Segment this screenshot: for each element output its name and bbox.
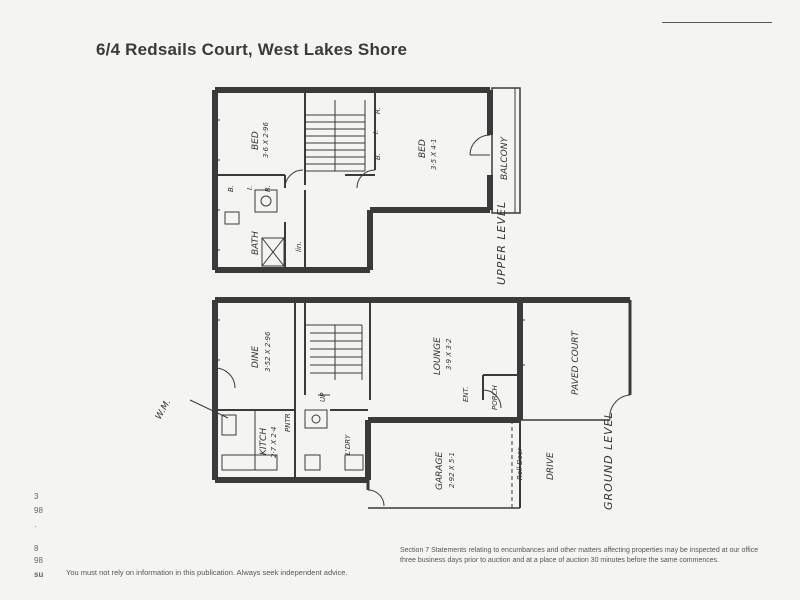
laundry-label: L'DRY [344, 434, 352, 455]
upper-level-label: UPPER LEVEL [495, 201, 508, 285]
porch-label: PORCH [491, 385, 499, 410]
kitchen-dims: 2·7 X 2·4 [270, 426, 278, 458]
robe-mark-r-2: R. [374, 107, 382, 114]
section7-text: Section 7 Statements relating to encumba… [400, 547, 759, 564]
linen-label: lin. [295, 241, 303, 252]
kitchen-label: KITCH [259, 428, 269, 455]
margin-mark-1: 3 [34, 492, 39, 501]
bed1-dims: 3·6 X 2·96 [262, 121, 270, 158]
entry-label: ENT. [462, 387, 470, 402]
bath-label: BATH [251, 231, 261, 255]
disclaimer-text: You must not rely on information in this… [66, 568, 348, 577]
pantry-label: PNTR [284, 413, 292, 432]
garage-label: GARAGE [435, 451, 445, 490]
margin-mark-6: su [34, 570, 44, 579]
dine-label: DINE [251, 346, 261, 368]
drive-label: DRIVE [546, 452, 556, 480]
balcony-label: BALCONY [500, 136, 510, 180]
bed2-dims: 3·5 X 4·1 [430, 138, 438, 170]
margin-mark-2: 98 [34, 506, 43, 515]
lounge-dims: 3·9 X 3·2 [445, 338, 453, 370]
margin-mark-3: · [34, 522, 37, 531]
page-title: 6/4 Redsails Court, West Lakes Shore [96, 40, 408, 59]
lounge-label: LOUNGE [433, 337, 443, 375]
bed2-label: BED [418, 139, 428, 158]
roll-door-label: Roll Door [516, 447, 524, 480]
bed1-label: BED [251, 131, 261, 150]
water-meter-label: W.M. [154, 398, 173, 422]
garage-dims: 2·92 X 5·1 [448, 452, 456, 488]
robe-mark-i-1: I. [246, 186, 254, 190]
robe-mark-r-1: R. [264, 185, 272, 192]
header-rule [662, 22, 772, 23]
paved-court-label: PAVED COURT [571, 329, 581, 395]
margin-mark-4: 8 [34, 544, 39, 553]
robe-mark-i-2: I. [372, 130, 380, 134]
ground-level-label: GROUND LEVEL [602, 411, 615, 510]
dine-dims: 3·52 X 2·96 [264, 331, 272, 372]
robe-mark-b-2: B. [374, 153, 382, 160]
stairs-up-label: UP [319, 392, 327, 402]
margin-mark-5: 98 [34, 556, 43, 565]
robe-mark-b-1: B. [227, 185, 235, 192]
